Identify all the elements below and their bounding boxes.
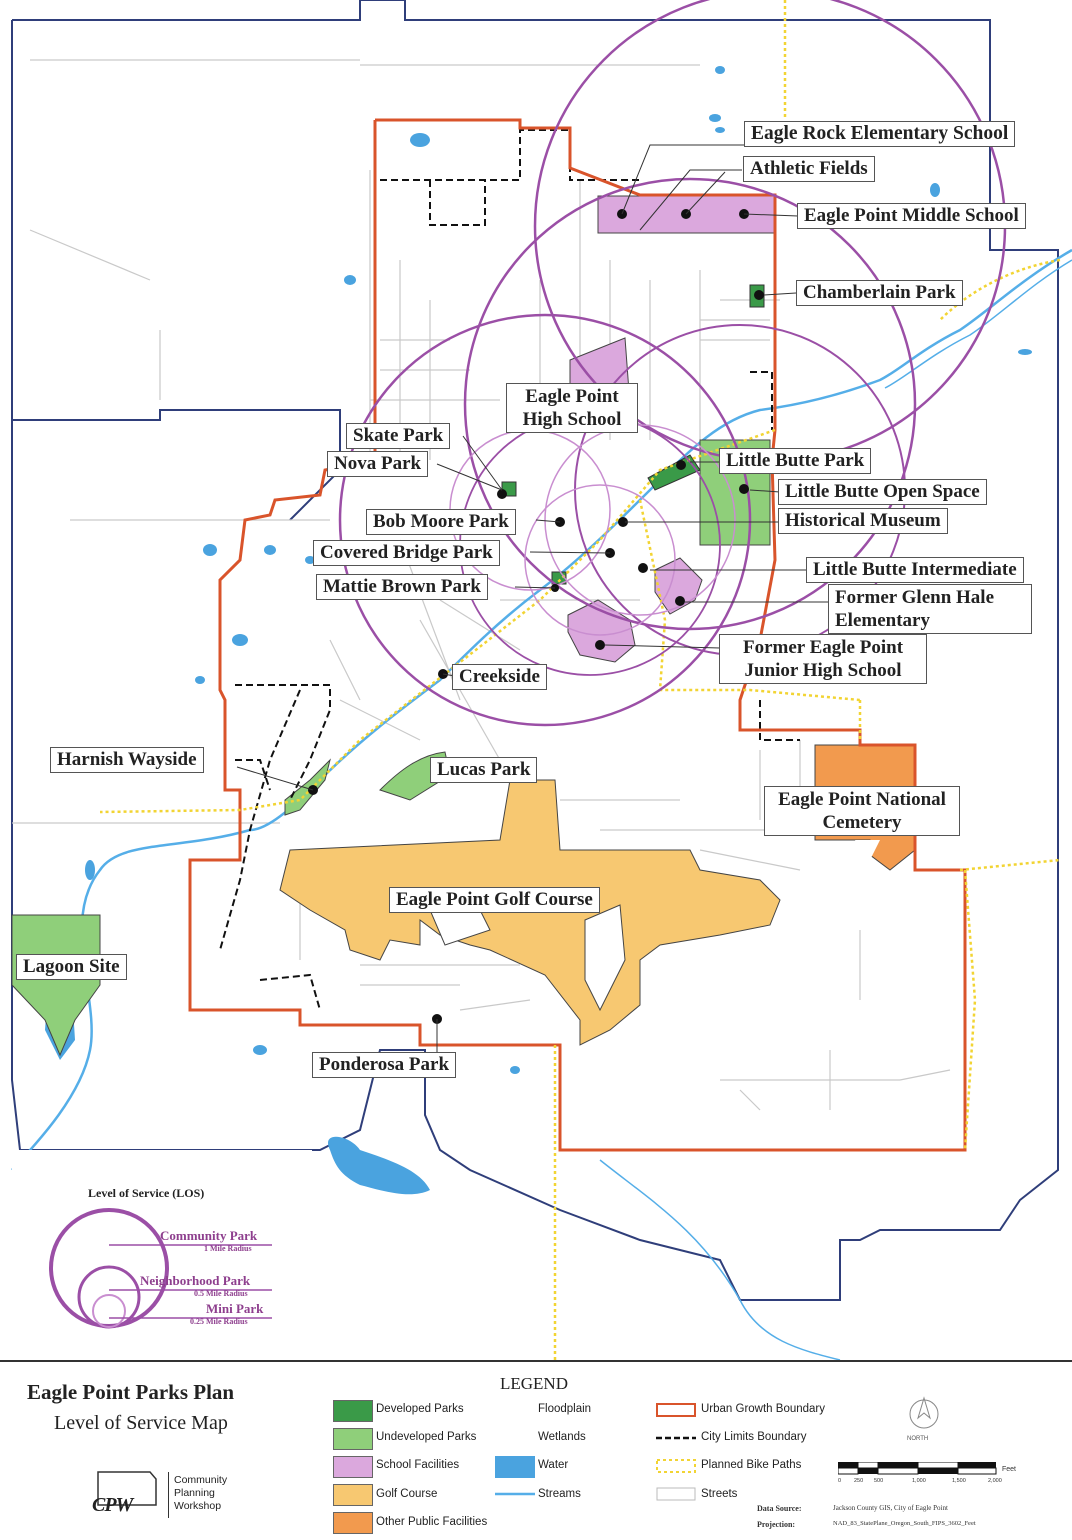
los-neighborhood-label: Neighborhood Park [140, 1273, 251, 1288]
los-mini-label: Mini Park [206, 1301, 264, 1316]
label-eagle-point-high-school: Eagle Point High School [506, 383, 638, 433]
swatch-city-limits-boundary [656, 1436, 696, 1440]
label-bob-moore-park: Bob Moore Park [366, 509, 516, 535]
legend-other-public-facilities: Other Public Facilities [376, 1516, 488, 1528]
map-subtitle: Level of Service Map [54, 1412, 228, 1434]
legend-school-facilities: School Facilities [376, 1459, 460, 1471]
swatch-streams [495, 1492, 535, 1496]
label-little-butte-open-space: Little Butte Open Space [778, 479, 987, 505]
north-arrow-icon [909, 1396, 939, 1429]
label-former-glenn-hale-elementary: Former Glenn Hale Elementary [828, 584, 1032, 634]
label-former-eagle-point-junior-high: Former Eagle Point Junior High School [719, 634, 927, 684]
label-eagle-rock-elementary: Eagle Rock Elementary School [744, 121, 1016, 147]
scale-tick: 1,000 [912, 1478, 926, 1484]
los-neighborhood-radius: 0.5 Mile Radius [194, 1289, 248, 1298]
label-little-butte-intermediate: Little Butte Intermediate [806, 557, 1024, 583]
los-legend: Level of Service (LOS) Community Park 1 … [12, 1150, 312, 1355]
legend-title: LEGEND [500, 1374, 568, 1393]
scale-bar [838, 1462, 997, 1475]
los-community-radius: 1 Mile Radius [204, 1244, 252, 1253]
label-mattie-brown-park: Mattie Brown Park [316, 574, 488, 600]
scale-tick: 1,500 [952, 1478, 966, 1484]
legend-developed-parks: Developed Parks [376, 1403, 464, 1415]
label-athletic-fields: Athletic Fields [743, 156, 875, 182]
label-eagle-point-middle-school: Eagle Point Middle School [797, 203, 1026, 229]
legend-urban-growth-boundary: Urban Growth Boundary [701, 1403, 826, 1415]
swatch-water [495, 1456, 535, 1478]
legend-floodplain: Floodplain [538, 1403, 592, 1415]
label-little-butte-park: Little Butte Park [719, 448, 872, 474]
urban-growth-boundary [188, 118, 967, 1152]
swatch-urban-growth-boundary [656, 1403, 696, 1417]
legend-streams: Streams [538, 1488, 581, 1500]
swatch-developed-parks [333, 1400, 373, 1422]
legend-undeveloped-parks: Undeveloped Parks [376, 1431, 477, 1443]
cpw-logo-icon [97, 1471, 157, 1506]
label-nova-park: Nova Park [327, 451, 429, 477]
label-ponderosa-park: Ponderosa Park [312, 1052, 457, 1078]
swatch-streets [656, 1487, 696, 1501]
legend-city-limits-boundary: City Limits Boundary [701, 1431, 807, 1443]
label-harnish-wayside: Harnish Wayside [50, 747, 204, 773]
swatch-golf-course [333, 1484, 373, 1506]
data-source-label: Data Source: [757, 1504, 802, 1513]
label-chamberlain-park: Chamberlain Park [796, 280, 963, 306]
scale-tick: 0 [838, 1478, 842, 1484]
los-community-label: Community Park [160, 1228, 258, 1243]
label-lagoon-site: Lagoon Site [16, 954, 127, 980]
map-title: Eagle Point Parks Plan [27, 1380, 235, 1404]
data-source-value: Jackson County GIS, City of Eagle Point [833, 1504, 948, 1512]
swatch-school-facilities [333, 1456, 373, 1478]
city-limits-boundary [219, 129, 800, 1011]
label-creekside: Creekside [452, 664, 547, 690]
projection-value: NAD_83_StatePlane_Oregon_South_FIPS_3602… [833, 1520, 976, 1527]
label-skate-park: Skate Park [346, 423, 451, 449]
label-eagle-point-golf-course: Eagle Point Golf Course [389, 887, 600, 913]
legend-planned-bike-paths: Planned Bike Paths [701, 1459, 802, 1471]
scale-unit: Feet [1002, 1466, 1017, 1473]
scale-tick: 500 [874, 1478, 884, 1484]
cpw-logo-mark: CPW [92, 1494, 133, 1516]
legend-streets: Streets [701, 1488, 738, 1500]
los-title: Level of Service (LOS) [88, 1186, 205, 1200]
projection-label: Projection: [757, 1520, 796, 1529]
swatch-planned-bike-paths [656, 1459, 696, 1473]
swatch-other-public-facilities [333, 1512, 373, 1534]
label-covered-bridge-park: Covered Bridge Park [313, 540, 500, 566]
scale-tick: 2,000 [988, 1478, 1002, 1484]
label-lucas-park: Lucas Park [430, 757, 538, 783]
label-historical-museum: Historical Museum [778, 508, 948, 534]
scale-tick: 250 [854, 1478, 864, 1484]
legend-golf-course: Golf Course [376, 1488, 438, 1500]
map-footer: Eagle Point Parks Plan Level of Service … [0, 1360, 1072, 1540]
los-circles-key [49, 1208, 272, 1329]
label-eagle-point-national-cemetery: Eagle Point National Cemetery [764, 786, 960, 836]
legend-water: Water [538, 1459, 569, 1471]
los-mini-radius: 0.25 Mile Radius [190, 1317, 248, 1326]
north-label: NORTH [907, 1436, 929, 1442]
legend-wetlands: Wetlands [538, 1431, 586, 1443]
swatch-undeveloped-parks [333, 1428, 373, 1450]
cpw-logo-text: Community Planning Workshop [174, 1474, 228, 1512]
